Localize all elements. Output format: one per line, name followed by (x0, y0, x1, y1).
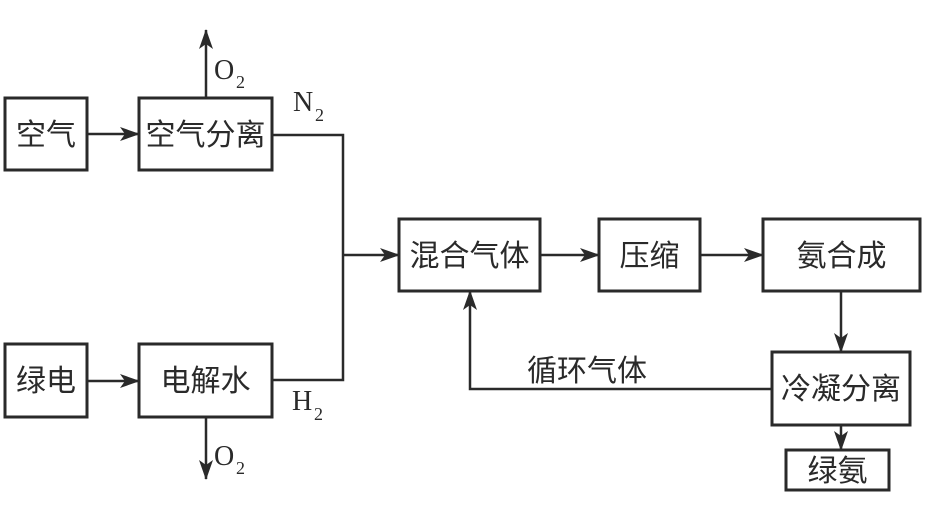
label-n2: N 2 (293, 87, 324, 125)
node-air-separation: 空气分离 (137, 96, 274, 172)
node-condensation-separation-label: 冷凝分离 (781, 372, 901, 407)
node-ammonia-synthesis-label: 氨合成 (797, 239, 887, 274)
edge-recycle-gas (463, 290, 772, 391)
node-green-power-label: 绿电 (16, 364, 76, 399)
label-o2-top-sub: 2 (236, 72, 245, 92)
edge-n2-h2-merge-line (272, 133, 345, 382)
label-n2-base: N (293, 87, 313, 118)
node-green-ammonia: 绿氨 (784, 448, 891, 492)
node-air-label: 空气 (16, 118, 76, 153)
label-o2-bottom: O 2 (214, 441, 245, 478)
label-recycle-gas: 循环气体 (527, 354, 647, 389)
label-h2-base: H (292, 386, 312, 417)
label-o2-bottom-sub: 2 (236, 458, 245, 478)
node-mixed-gas-label: 混合气体 (410, 239, 530, 274)
node-green-power: 绿电 (3, 342, 89, 419)
label-h2: H 2 (292, 386, 323, 424)
node-green-ammonia-label: 绿氨 (808, 454, 868, 489)
label-o2-bottom-base: O (214, 441, 234, 472)
node-air: 空气 (3, 96, 89, 172)
node-electrolysis-label: 电解水 (161, 364, 251, 399)
node-condensation-separation: 冷凝分离 (770, 350, 912, 427)
label-o2-top: O 2 (214, 55, 245, 92)
node-electrolysis: 电解水 (137, 342, 274, 419)
node-ammonia-synthesis: 氨合成 (761, 217, 922, 293)
node-mixed-gas: 混合气体 (397, 217, 542, 293)
label-o2-top-base: O (214, 55, 234, 86)
node-air-separation-label: 空气分离 (146, 118, 266, 153)
label-n2-sub: 2 (315, 105, 324, 125)
node-compression-label: 压缩 (620, 239, 680, 274)
node-compression: 压缩 (597, 217, 702, 293)
label-h2-sub: 2 (314, 404, 323, 424)
